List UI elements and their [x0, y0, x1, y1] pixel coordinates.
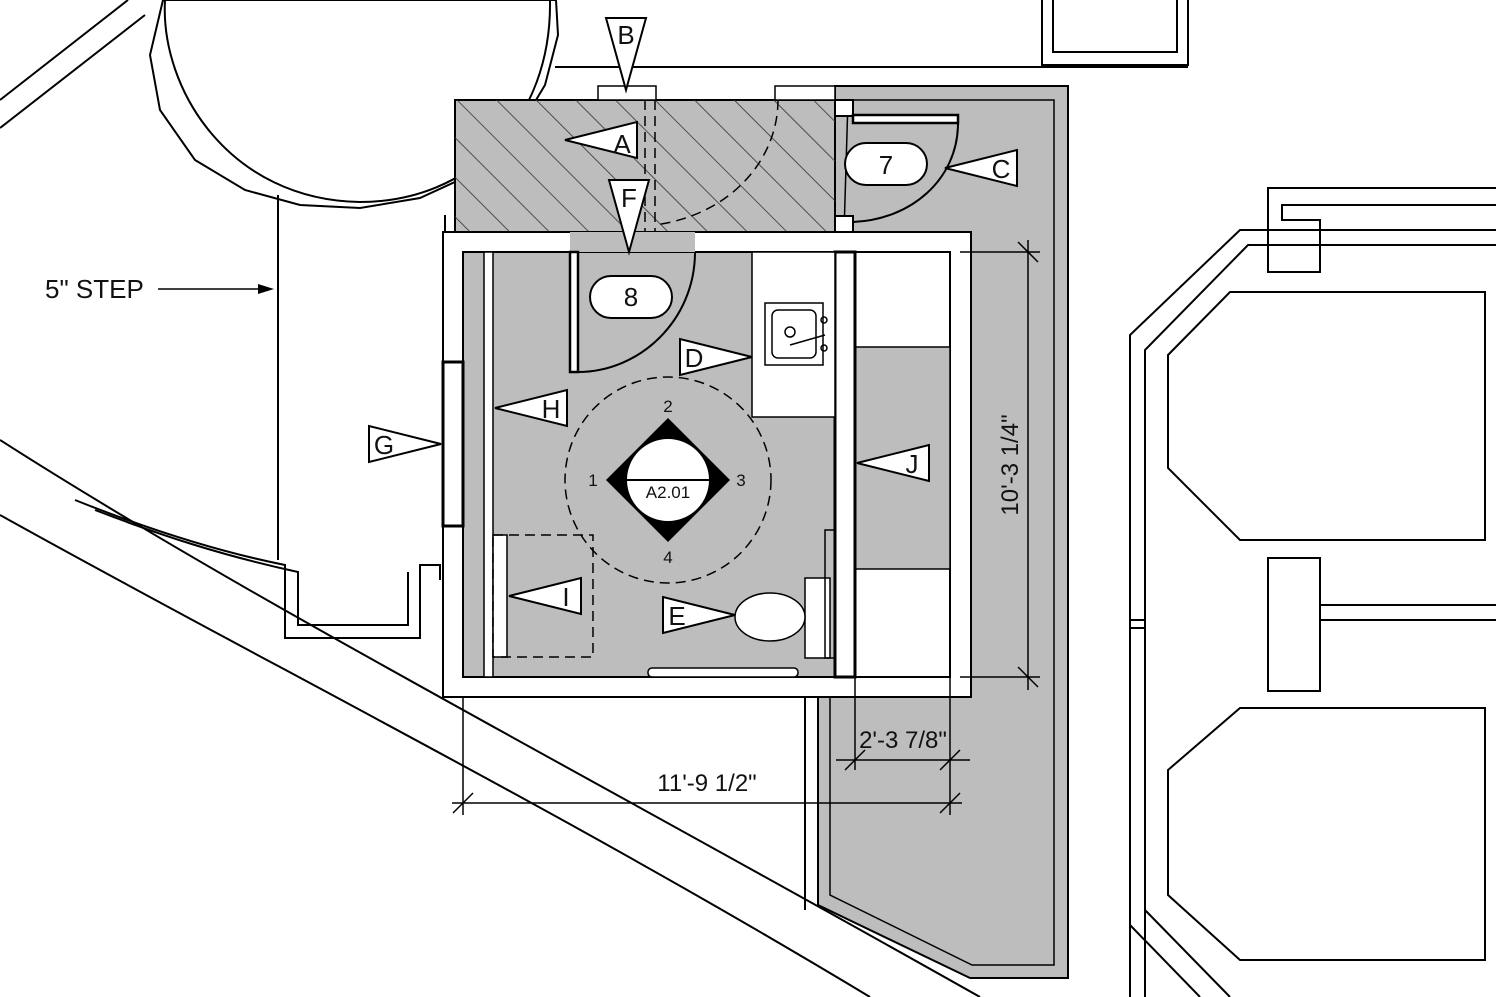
- elevation-marker-c-label: C: [992, 154, 1011, 184]
- elevation-marker-f-label: F: [621, 183, 637, 213]
- door-tag-8: 8: [589, 275, 673, 319]
- elevation-key-dir-4: 4: [663, 548, 672, 567]
- interior-elevation-key: A2.01 2 1 3 4: [588, 397, 745, 567]
- elevation-marker-h-label: H: [542, 394, 561, 424]
- turning-circle: [564, 376, 772, 584]
- elevation-marker-c: C: [944, 148, 1018, 188]
- elevation-marker-i-label: I: [562, 582, 569, 612]
- elevation-marker-a: A: [564, 120, 638, 160]
- partition-wall: [833, 250, 857, 679]
- dimension-overall-width: 11'-9 1/2": [452, 677, 962, 815]
- door-8-swing: [568, 250, 696, 374]
- elevation-key-dir-1: 1: [588, 471, 597, 490]
- elevation-marker-j-label: J: [906, 449, 919, 479]
- elevation-marker-f: F: [607, 179, 651, 256]
- door-tag-8-label: 8: [624, 282, 638, 312]
- elevation-marker-d: D: [679, 337, 753, 377]
- door-tag-7: 7: [844, 142, 928, 186]
- door-tag-7-label: 7: [879, 150, 893, 180]
- sink: [764, 302, 828, 366]
- adjacent-building-top: [555, 0, 1189, 68]
- diagonal-wall-lines: [0, 0, 146, 129]
- dimension-overall-width-label: 11'-9 1/2": [657, 770, 756, 797]
- step-note-text: 5" STEP: [45, 274, 144, 304]
- dimension-partition-offset: 2'-3 7/8": [836, 677, 970, 771]
- elevation-key-dir-3: 3: [736, 471, 745, 490]
- elevation-marker-h: H: [494, 388, 568, 428]
- curved-walkway: [0, 439, 981, 997]
- bench: [492, 534, 594, 658]
- adjacent-building-right: [1129, 187, 1496, 997]
- elevation-marker-a-label: A: [613, 129, 631, 159]
- window-left: [441, 360, 465, 528]
- dimension-overall-depth-label: 10'-3 1/4": [997, 414, 1024, 515]
- elevation-marker-d-label: D: [685, 343, 704, 373]
- dimension-partition-offset-label: 2'-3 7/8": [859, 727, 947, 754]
- step-zone: [74, 195, 446, 639]
- elevation-marker-e-label: E: [668, 601, 685, 631]
- step-annotation: 5" STEP: [45, 274, 274, 304]
- elevation-marker-b-label: B: [617, 20, 634, 50]
- elevation-marker-j: J: [856, 443, 930, 483]
- toilet: [734, 529, 836, 659]
- dimension-overall-depth: 10'-3 1/4": [960, 240, 1040, 690]
- elevation-key-dir-2: 2: [663, 397, 672, 416]
- door-7-swing: [834, 99, 960, 233]
- elevation-key-sheet: A2.01: [646, 483, 690, 502]
- elevation-marker-e: E: [662, 595, 736, 635]
- elevation-marker-i: I: [508, 576, 582, 616]
- elevation-marker-g: G: [368, 424, 442, 464]
- grab-bar: [647, 667, 799, 678]
- elevation-marker-b: B: [604, 17, 648, 94]
- elevation-marker-g-label: G: [374, 430, 394, 460]
